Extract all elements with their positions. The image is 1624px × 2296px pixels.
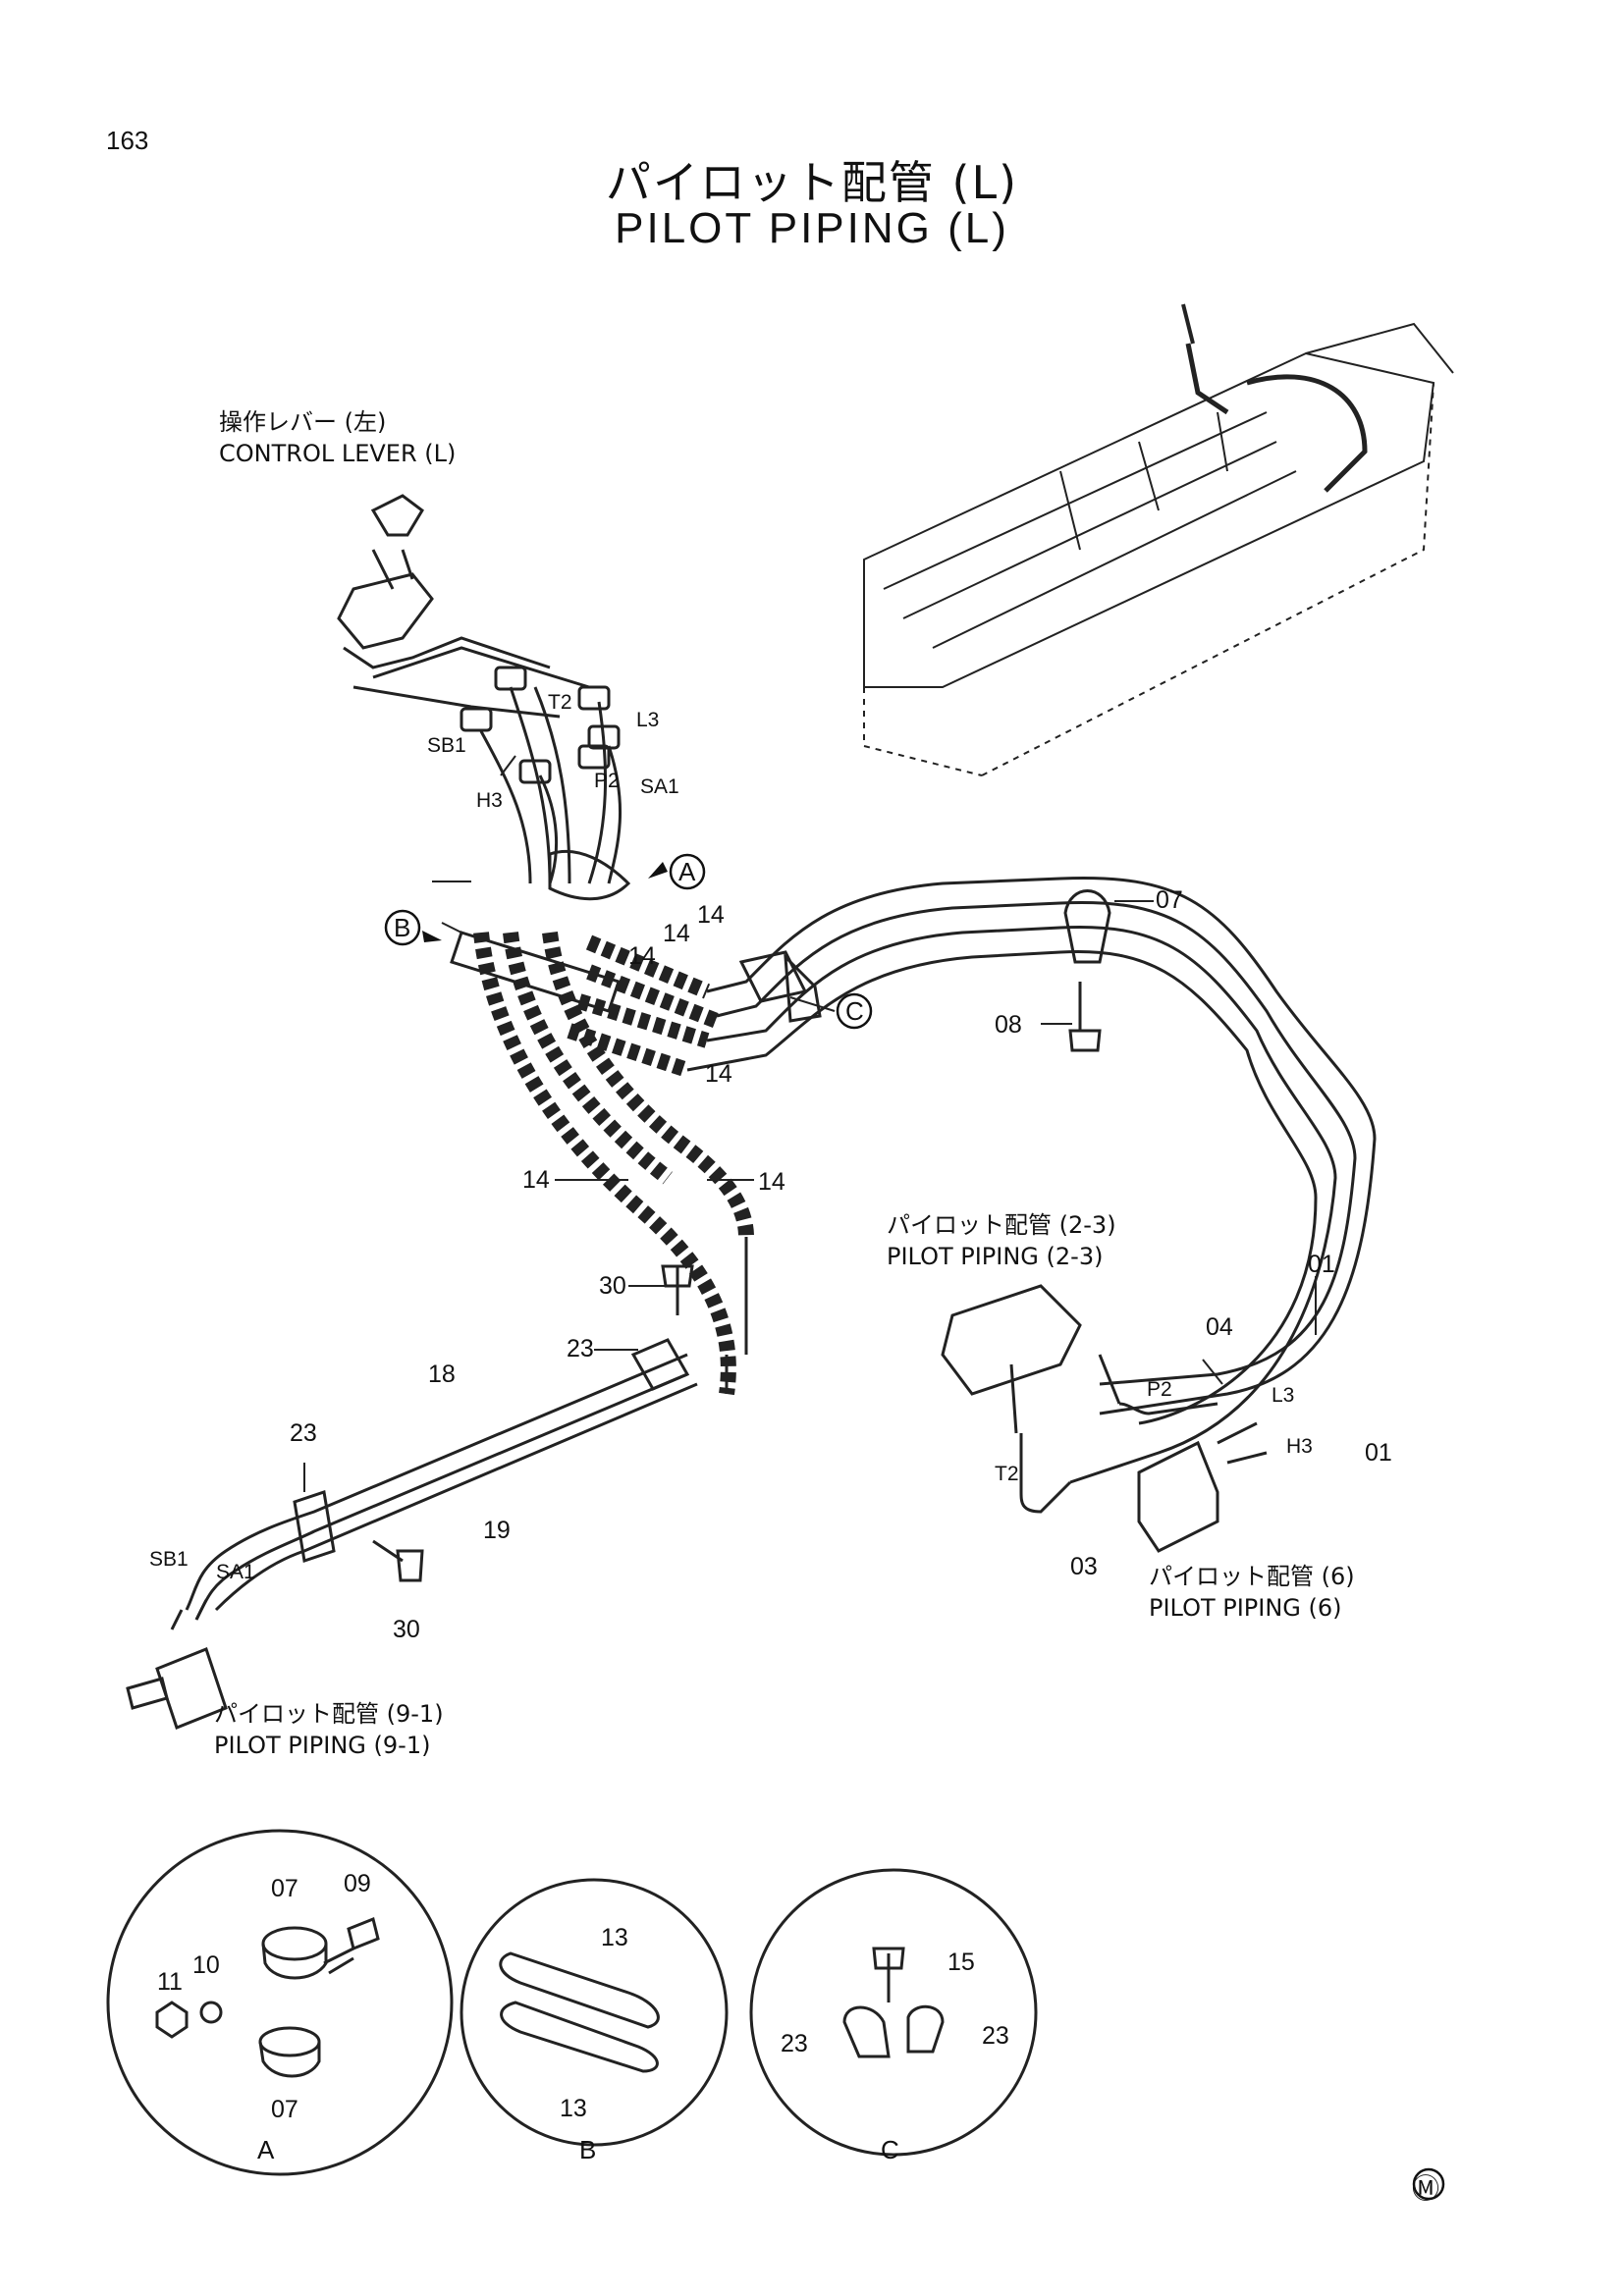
callout-23-detail-right: 23 [982,2022,1009,2050]
callout-08: 08 [995,1011,1022,1039]
detail-c-parts [842,1947,945,2058]
clamp-c [738,950,808,1003]
port-t2-valve: T2 [995,1463,1019,1485]
valve-6 [1137,1421,1268,1553]
marker-b-letter: B [394,913,411,942]
pilot-piping-2-3-label-en: PILOT PIPING (2-3) [887,1243,1104,1270]
clamp-23-left [293,1490,336,1563]
callout-23-detail-left: 23 [781,2030,808,2057]
callout-11: 11 [157,1968,183,1996]
callout-01-upper: 01 [1308,1251,1335,1278]
plate-b [450,931,621,1013]
callout-23-left: 23 [290,1419,317,1447]
callout-10: 10 [192,1951,220,1979]
clamp-23-mid [630,1338,690,1391]
valve-block-9-1 [126,1599,228,1730]
port-t2-upper: T2 [548,691,572,714]
callout-13-bottom: 13 [560,2095,587,2122]
port-h3-upper: H3 [476,789,503,812]
callout-14-d: 14 [705,1060,732,1088]
bolt-30-left [372,1539,424,1582]
machine-frame-illustration [863,303,1454,776]
port-sb1-lower: SB1 [149,1548,189,1571]
callout-14-e: 14 [522,1166,550,1194]
marker-b-circle [384,909,421,946]
detail-b-label: B [579,2135,597,2164]
callout-04: 04 [1206,1313,1233,1341]
callout-07-detail-bottom: 07 [271,2096,298,2123]
port-sb1-upper: SB1 [427,734,466,757]
band-a [548,849,631,901]
callout-14-f: 14 [758,1168,785,1196]
pilot-piping-6-label-jp: パイロット配管 (6) [1149,1563,1355,1590]
bolt-30-mid [661,1264,694,1315]
lever-fittings [460,666,621,784]
detail-b-parts [499,1951,660,2073]
callout-19: 19 [483,1517,511,1544]
pipe-run-right [686,876,1377,1484]
callout-03: 03 [1070,1553,1098,1580]
detail-circle-b [460,1878,729,2147]
pipe-run-left [185,1237,748,1621]
marker-c-letter: C [845,996,864,1026]
callout-09: 09 [344,1870,371,1897]
marker-a-letter: A [678,857,696,886]
callout-13-top: 13 [601,1924,628,1951]
callout-01-lower: 01 [1365,1439,1392,1467]
spiral-guards [473,932,754,1396]
marker-c-circle [836,992,873,1030]
detail-circle-a [106,1829,454,2176]
port-l3-upper: L3 [636,709,660,731]
detail-a-parts [155,1916,380,2078]
clamp-07 [1063,889,1111,964]
marker-a-circle [669,853,706,890]
callout-14-c: 14 [697,901,725,929]
port-sa1-upper: SA1 [640,775,679,798]
pilot-piping-9-1-label-en: PILOT PIPING (9-1) [214,1732,431,1759]
callout-15: 15 [947,1949,975,1976]
port-sa1-lower: SA1 [216,1561,255,1583]
control-lever-label-en: CONTROL LEVER (L) [219,440,457,467]
port-l3-valve: L3 [1272,1384,1295,1407]
m-mark-circle [1412,2167,1445,2201]
m-mark: Ⓜ [1412,2173,1440,2204]
control-lever-label-jp: 操作レバー (左) [219,408,387,436]
port-p2-upper: P2 [594,770,620,792]
callout-23-mid: 23 [567,1335,594,1362]
callout-14-a: 14 [628,942,656,970]
leader-lines [303,755,1317,1492]
page-title-en: PILOT PIPING (L) [615,204,1009,252]
marker-b-arrow [422,931,442,942]
callout-30-mid: 30 [599,1272,626,1300]
pilot-piping-9-1-label-jp: パイロット配管 (9-1) [214,1700,444,1728]
marker-a-arrow [648,862,668,879]
callout-30-left: 30 [393,1616,420,1643]
pilot-piping-6-label-en: PILOT PIPING (6) [1149,1594,1342,1622]
callout-14-b: 14 [663,920,690,947]
bolt-08 [1068,982,1102,1052]
detail-circle-c [749,1868,1038,2157]
callout-18: 18 [428,1361,456,1388]
callout-07-main: 07 [1156,886,1183,914]
page-title-jp: パイロット配管 (L) [605,156,1019,209]
control-lever-illustration [337,494,590,719]
valve-2-3 [941,1284,1218,1514]
detail-a-label: A [257,2135,275,2164]
callout-07-detail-top: 07 [271,1875,298,1902]
port-h3-valve: H3 [1286,1435,1313,1458]
pilot-piping-2-3-label-jp: パイロット配管 (2-3) [887,1211,1116,1239]
page-number: 163 [106,126,149,155]
port-p2-valve: P2 [1147,1378,1172,1401]
detail-c-label: C [881,2135,899,2164]
